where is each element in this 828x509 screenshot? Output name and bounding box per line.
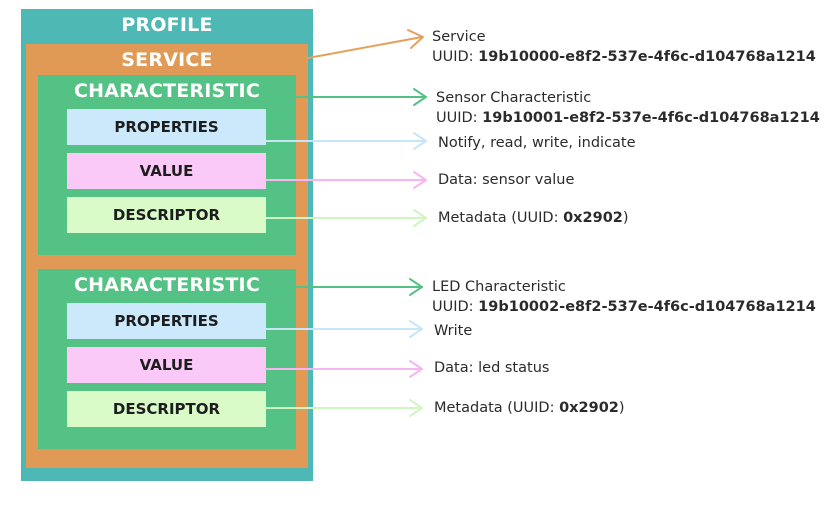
descriptor-arrow [265, 209, 427, 227]
properties-arrow [265, 320, 423, 338]
properties-box: PROPERTIES [67, 109, 266, 145]
value-annotation: Data: led status [434, 360, 550, 376]
descriptor-box: DESCRIPTOR [67, 391, 266, 427]
characteristic-label: CHARACTERISTIC [74, 80, 260, 102]
characteristic-arrow [295, 278, 423, 296]
value-annotation: Data: sensor value [438, 172, 575, 188]
properties-annotation: Notify, read, write, indicate [438, 135, 636, 151]
descriptor-box: DESCRIPTOR [67, 197, 266, 233]
characteristic-annotation: LED Characteristic UUID: 19b10002-e8f2-5… [432, 277, 816, 317]
characteristic-label: CHARACTERISTIC [74, 274, 260, 296]
characteristic-uuid: UUID: 19b10002-e8f2-537e-4f6c-d104768a12… [432, 299, 816, 315]
descriptor-annotation: Metadata (UUID: 0x2902) [434, 400, 625, 416]
properties-annotation: Write [434, 323, 473, 339]
value-arrow [265, 171, 427, 189]
service-arrow [307, 29, 424, 59]
characteristic-title: Sensor Characteristic [436, 90, 592, 106]
value-box: VALUE [67, 347, 266, 383]
characteristic-uuid: UUID: 19b10001-e8f2-537e-4f6c-d104768a12… [436, 110, 820, 126]
service-annotation: Service UUID: 19b10000-e8f2-537e-4f6c-d1… [432, 27, 816, 67]
characteristic-title: LED Characteristic [432, 279, 566, 295]
service-title: Service [432, 29, 486, 45]
value-arrow [265, 360, 423, 378]
properties-box: PROPERTIES [67, 303, 266, 339]
characteristic-arrow [295, 88, 427, 106]
descriptor-arrow [265, 399, 423, 417]
properties-arrow [265, 132, 427, 150]
value-box: VALUE [67, 153, 266, 189]
service-uuid: UUID: 19b10000-e8f2-537e-4f6c-d104768a12… [432, 49, 816, 65]
descriptor-annotation: Metadata (UUID: 0x2902) [438, 210, 629, 226]
service-label: SERVICE [121, 49, 213, 71]
characteristic-annotation: Sensor Characteristic UUID: 19b10001-e8f… [436, 88, 820, 128]
profile-label: PROFILE [121, 14, 213, 36]
